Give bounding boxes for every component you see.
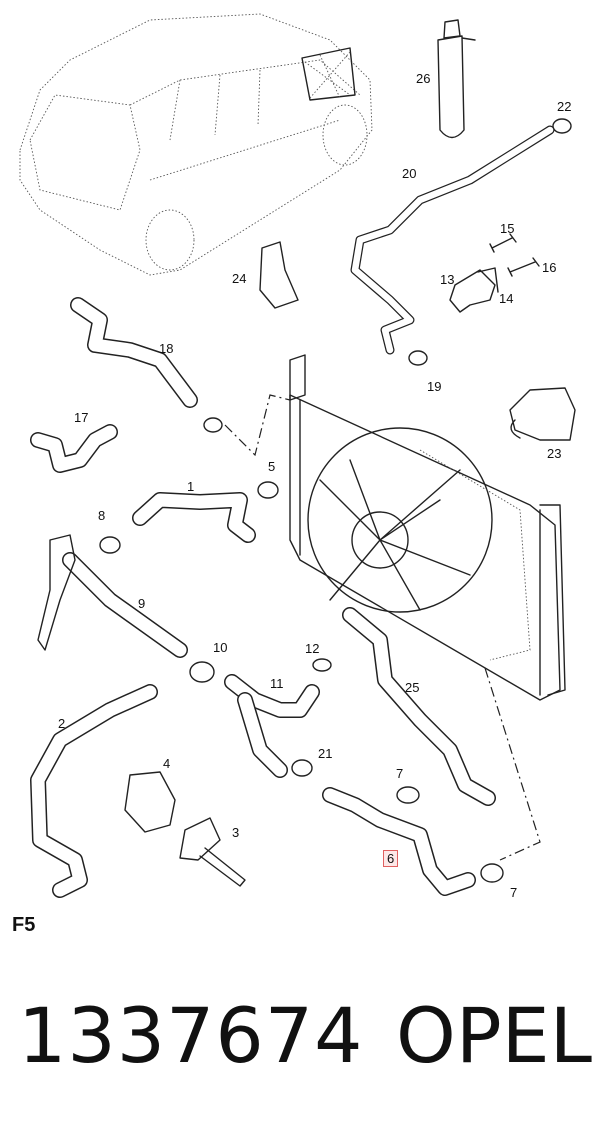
callout-17: 17 [74,410,89,425]
callout-13: 13 [440,272,455,287]
callout-15: 15 [500,221,515,236]
part-10-clamp [189,661,215,683]
callout-19: 19 [427,379,442,394]
callout-11: 11 [270,676,284,691]
part-15-bolt [489,233,517,253]
callout-10: 10 [213,640,228,655]
callout-16: 16 [542,260,557,275]
part-9-pipe [37,534,188,658]
callout-9: 9 [138,596,146,611]
section-label: F5 [12,914,36,936]
part-12-clamp [312,658,332,672]
callout-20: 20 [402,166,417,181]
part-1-hose [132,492,256,543]
part-18-hose [70,297,198,408]
callout-4: 4 [163,756,171,771]
callout-5: 5 [268,459,276,474]
callout-3: 3 [232,825,240,840]
part-7b-clamp [480,863,504,883]
part-5-clamp [257,481,279,499]
part-16-bolt [507,257,540,277]
callout-22: 22 [557,99,572,114]
part-19-clamp [408,350,428,366]
part-6-hose [322,787,476,896]
part-17-hose [30,424,118,473]
part-4-thermostat [124,771,176,833]
callout-2: 2 [58,716,66,731]
part-21-clamp [291,759,313,777]
part-23-pump [509,387,576,441]
brand-name: OPEL [396,991,593,1080]
part-18-clamp [203,417,223,433]
callout-1: 1 [187,479,195,494]
callout-21: 21 [318,746,333,761]
callout-8: 8 [98,508,106,523]
callout-23: 23 [547,446,562,461]
part-3-sensor [179,817,246,887]
part-24-bracket [259,241,299,309]
callout-12: 12 [305,641,320,656]
callout-24: 24 [232,271,247,286]
callout-18: 18 [159,341,174,356]
part-7a-clamp [396,786,420,804]
part-number: 1337674 [18,991,364,1080]
part-13-14-housing [449,267,499,313]
part-2-hose [30,684,158,898]
callout-7b: 7 [510,885,518,900]
part-8-clamp [99,536,121,554]
callout-25: 25 [405,680,420,695]
part-20-hose [350,125,555,355]
callout-7a: 7 [396,766,404,781]
callout-14: 14 [499,291,514,306]
part-25-hose [342,607,496,806]
vehicle-illustration [19,13,373,276]
radiator-fan-assembly [289,354,566,701]
part-11-hose [224,674,320,778]
part-26-expansion-tank [437,19,476,139]
callout-26: 26 [416,71,431,86]
callout-6-highlighted: 6 [383,850,399,867]
part-22-clamp [552,118,572,134]
cooling-system-parts-diagram [19,13,576,898]
